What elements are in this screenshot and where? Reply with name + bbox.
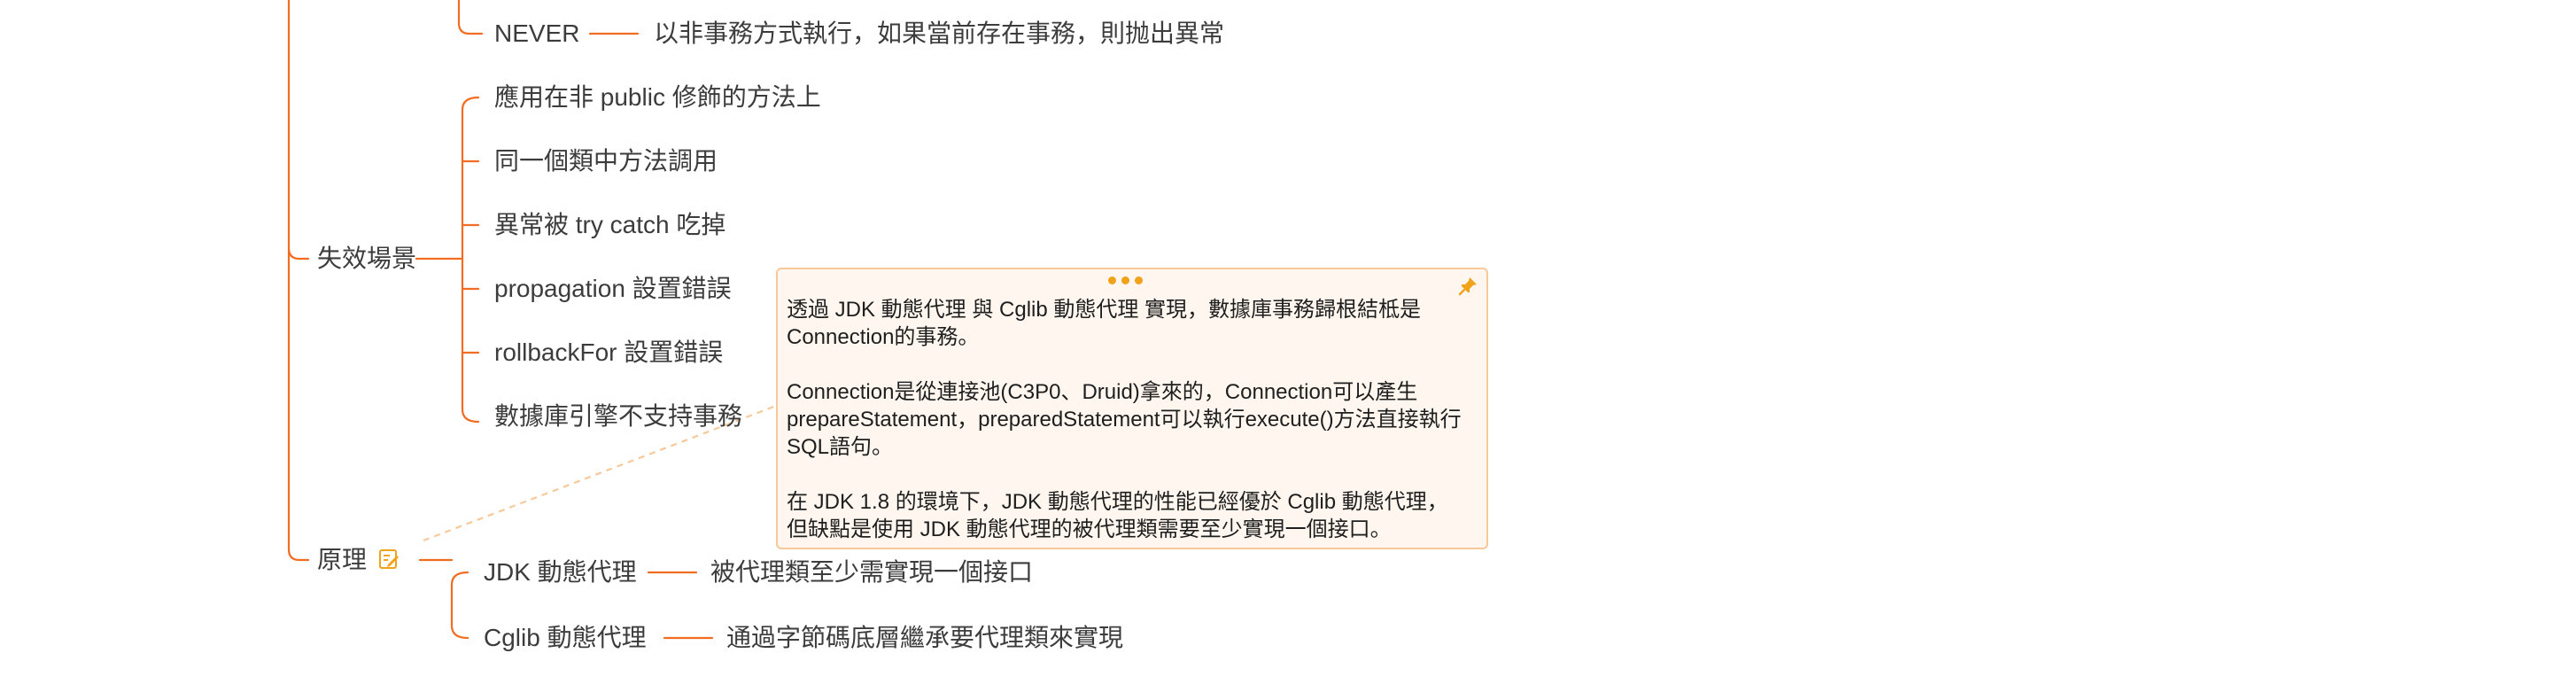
node-never[interactable]: NEVER — [494, 19, 580, 47]
pin-icon[interactable] — [1456, 275, 1479, 298]
note-panel[interactable]: 透過 JDK 動態代理 與 Cglib 動態代理 實現，數據庫事務歸根結柢是 C… — [776, 268, 1488, 549]
node-never-description[interactable]: 以非事務方式執行，如果當前存在事務，則抛出異常 — [654, 19, 1225, 47]
node-failure-scenarios[interactable]: 失效場景 — [317, 245, 417, 272]
node-jdk-proxy-description[interactable]: 被代理類至少需實現一個接口 — [710, 558, 1034, 586]
node-cglib-proxy[interactable]: Cglib 動態代理 — [484, 624, 647, 651]
note-paragraph: 在 JDK 1.8 的環境下，JDK 動態代理的性能已經優於 Cglib 動態代… — [787, 490, 1448, 541]
failure-item[interactable]: rollbackFor 設置錯誤 — [494, 338, 724, 366]
note-icon[interactable] — [377, 548, 400, 571]
failure-item[interactable]: 同一個類中方法調用 — [494, 147, 718, 175]
node-jdk-proxy[interactable]: JDK 動態代理 — [484, 558, 637, 586]
failure-item[interactable]: 數據庫引擎不支持事務 — [494, 402, 743, 430]
note-paragraph: Connection是從連接池(C3P0、Druid)拿來的，Connectio… — [787, 380, 1462, 459]
failure-item[interactable]: 應用在非 public 修飾的方法上 — [494, 83, 821, 111]
note-paragraph: 透過 JDK 動態代理 與 Cglib 動態代理 實現，數據庫事務歸根結柢是 C… — [787, 298, 1422, 349]
node-cglib-proxy-description[interactable]: 通過字節碼底層繼承要代理類來實現 — [726, 624, 1124, 651]
failure-item[interactable]: propagation 設置錯誤 — [494, 275, 732, 302]
failure-item[interactable]: 異常被 try catch 吃掉 — [494, 211, 726, 238]
drag-handle-icon[interactable] — [1098, 276, 1152, 289]
node-principle[interactable]: 原理 — [317, 546, 368, 573]
note-link-line — [423, 404, 777, 542]
note-content: 透過 JDK 動態代理 與 Cglib 動態代理 實現，數據庫事務歸根結柢是 C… — [787, 296, 1469, 543]
